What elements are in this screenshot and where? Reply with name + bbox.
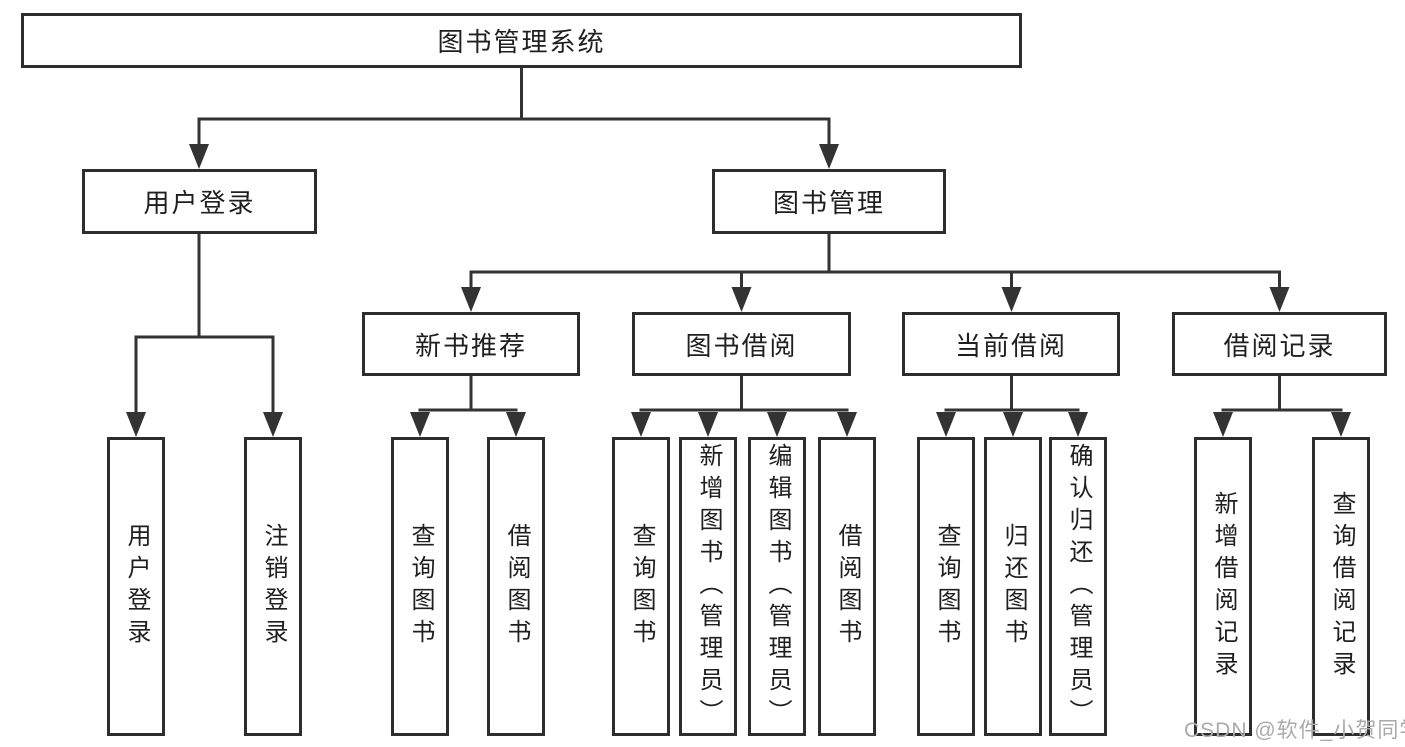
node-leaf-borrow-books: 借阅图书 xyxy=(818,437,876,736)
node-leaf-query-books-current-label: 查询图书 xyxy=(933,522,960,651)
node-current-borrow: 当前借阅 xyxy=(902,312,1120,376)
node-leaf-return-book-label: 归还图书 xyxy=(1000,522,1027,651)
node-leaf-add-borrow-record-label: 新增借阅记录 xyxy=(1210,490,1237,683)
node-user-login-label: 用户登录 xyxy=(143,188,256,218)
node-leaf-logout-label: 注销登录 xyxy=(260,522,287,651)
node-book-borrow-label: 图书借阅 xyxy=(685,330,798,361)
node-leaf-add-borrow-record: 新增借阅记录 xyxy=(1194,437,1252,736)
node-leaf-user-login-label: 用户登录 xyxy=(123,522,150,651)
node-root-system: 图书管理系统 xyxy=(21,13,1022,68)
node-leaf-query-books-borrow: 查询图书 xyxy=(612,437,670,736)
node-root-label: 图书管理系统 xyxy=(437,27,606,57)
node-leaf-borrow-books-recommend: 借阅图书 xyxy=(487,437,545,736)
node-leaf-edit-book-admin: 编辑图书（管理员） xyxy=(748,437,806,736)
node-leaf-borrow-books-label: 借阅图书 xyxy=(834,522,861,651)
node-leaf-query-books-current: 查询图书 xyxy=(917,437,975,736)
node-book-management-label: 图书管理 xyxy=(772,188,885,218)
node-leaf-query-books-recommend-label: 查询图书 xyxy=(407,522,434,651)
node-leaf-return-book: 归还图书 xyxy=(984,437,1042,736)
node-leaf-add-book-admin-label: 新增图书（管理员） xyxy=(695,442,722,731)
node-leaf-confirm-return-admin: 确认归还（管理员） xyxy=(1049,437,1107,736)
node-leaf-confirm-return-admin-label: 确认归还（管理员） xyxy=(1065,442,1092,731)
node-new-book-recommend-label: 新书推荐 xyxy=(414,330,527,361)
node-current-borrow-label: 当前借阅 xyxy=(954,330,1067,361)
node-leaf-logout: 注销登录 xyxy=(244,437,302,736)
node-book-borrow: 图书借阅 xyxy=(632,312,851,376)
node-leaf-user-login: 用户登录 xyxy=(107,437,165,736)
node-borrow-records: 借阅记录 xyxy=(1172,312,1387,376)
node-leaf-query-books-borrow-label: 查询图书 xyxy=(628,522,655,651)
node-user-login: 用户登录 xyxy=(82,169,317,234)
node-leaf-add-book-admin: 新增图书（管理员） xyxy=(679,437,737,736)
node-leaf-query-books-recommend: 查询图书 xyxy=(391,437,449,736)
csdn-watermark: CSDN @软件_小贺同学 xyxy=(1184,719,1405,742)
node-leaf-query-borrow-record-label: 查询借阅记录 xyxy=(1328,490,1355,683)
node-book-management: 图书管理 xyxy=(712,169,946,234)
node-leaf-borrow-books-recommend-label: 借阅图书 xyxy=(503,522,530,651)
node-borrow-records-label: 借阅记录 xyxy=(1223,330,1336,361)
node-leaf-query-borrow-record: 查询借阅记录 xyxy=(1312,437,1370,736)
node-new-book-recommend: 新书推荐 xyxy=(362,312,580,376)
node-leaf-edit-book-admin-label: 编辑图书（管理员） xyxy=(764,442,791,731)
